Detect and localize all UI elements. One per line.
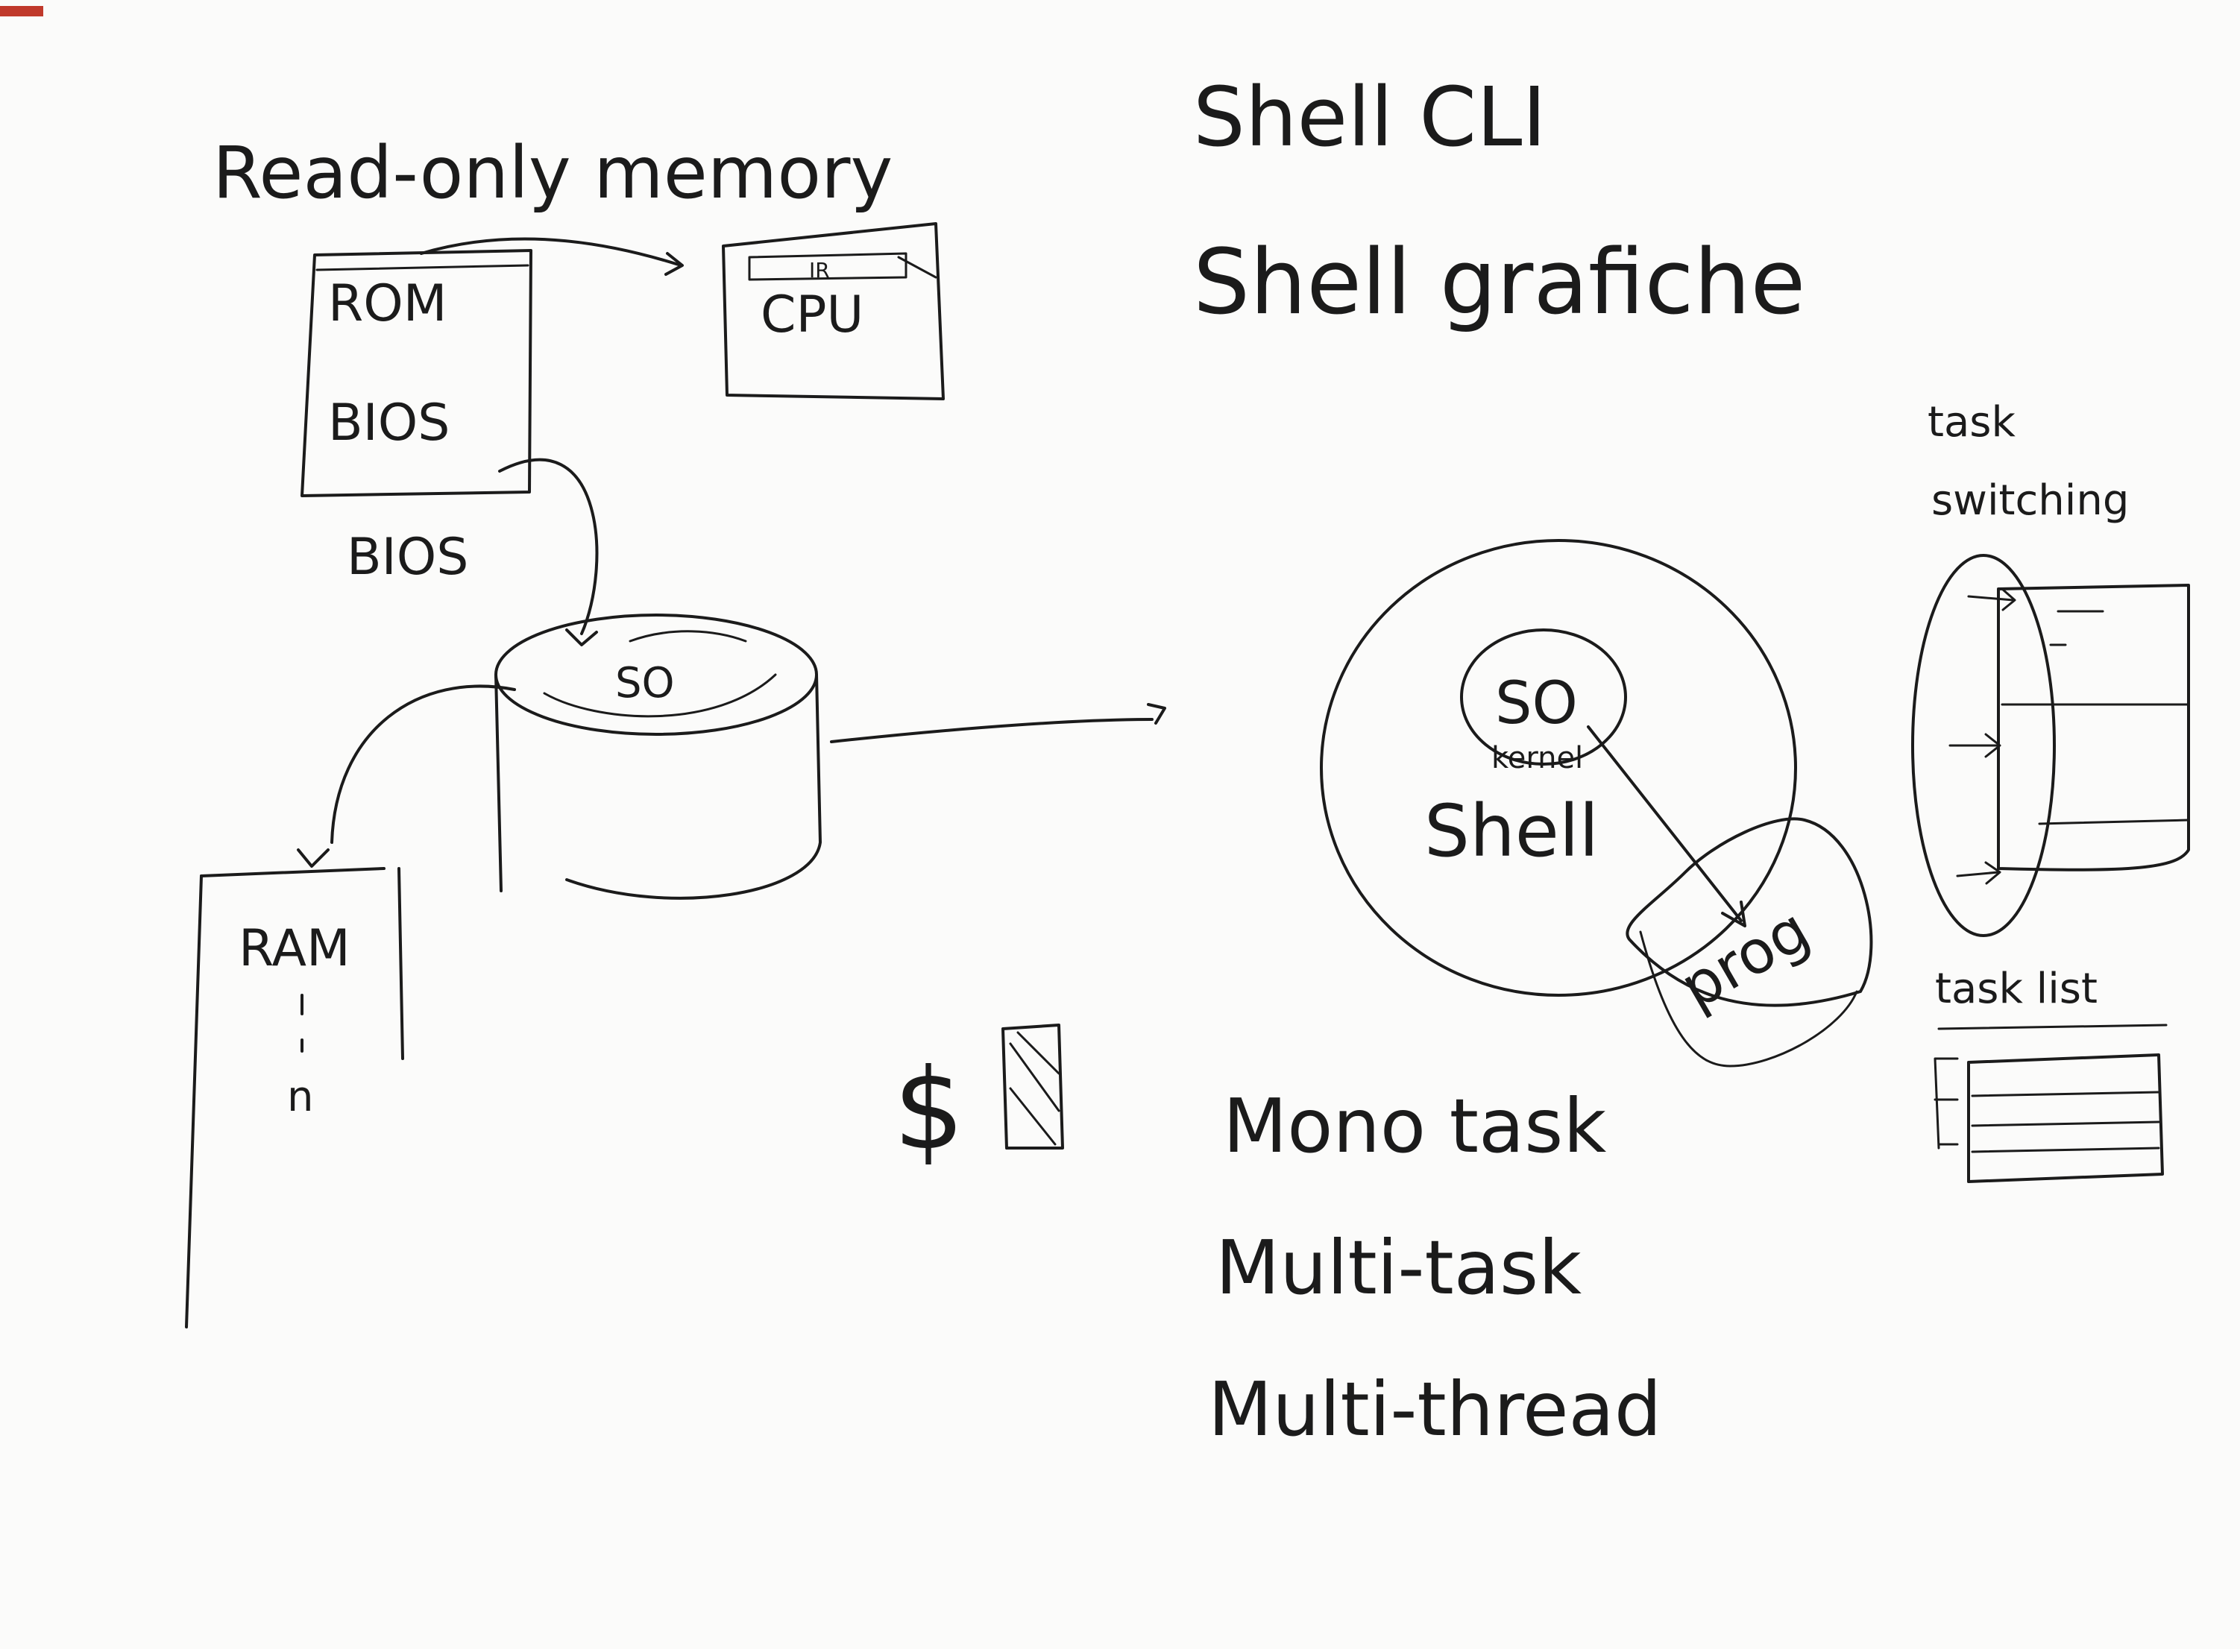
multi-task-label: Multi-task [1215,1224,1582,1311]
shell-outer-ring [1320,539,1797,997]
bios-below-label: BIOS [347,528,468,587]
shell-cli-label: Shell CLI [1193,69,1547,165]
task-list-row-3 [1971,1147,2160,1153]
ram-n-label: n [287,1073,314,1121]
so-disk-label: SO [615,659,675,707]
task-switch-arrow-3 [1956,871,2000,877]
so-disk-inner-arc [543,673,777,718]
rom-box [301,249,532,497]
so-disk-left-side [494,673,503,892]
task-list-underline [1937,1024,2168,1030]
corner-sticker [0,6,43,16]
ir-register-box [748,252,907,281]
task-switch-arrow-1 [1967,595,2015,602]
shell-grafiche-label: Shell grafiche [1193,231,1805,335]
kernel-to-prog-arrowhead [1721,901,1746,927]
task-list-label: task list [1935,965,2098,1013]
so-kernel-label: SO [1495,670,1578,737]
rom-label: ROM [328,274,447,333]
task-switching-label-2: switching [1931,476,2129,525]
task-switching-divider-2 [2038,819,2190,825]
rom-to-cpu-arrow [420,237,680,266]
kernel-inner-ring [1460,628,1627,766]
ram-top-side [200,867,386,877]
cursor-block [1001,1024,1064,1150]
dollar-prompt: $ [893,1045,964,1175]
bios-inside-label: BIOS [328,394,450,453]
rom-box-top-band [315,264,529,271]
multi-thread-label: Multi-thread [1208,1366,1661,1453]
ram-label: RAM [239,919,350,978]
prog-blob-lower-edge [1639,930,1858,1068]
mono-task-label: Mono task [1223,1082,1606,1170]
task-switching-label-1: task [1928,398,2016,447]
bios-to-so-arrow [498,458,599,635]
cursor-hatch [1009,1031,1060,1146]
task-switch-arrowhead-1 [2001,587,2016,611]
ram-left-side [185,874,203,1328]
prog-blob [1626,817,1873,1007]
so-to-kernel-arrowhead [1147,703,1166,725]
task-switching-dashes [2049,610,2104,646]
cpu-label: CPU [761,286,863,344]
so-disk-right-side [565,673,822,900]
so-to-ram-arrow [330,684,516,844]
ram-right-side [397,867,404,1060]
so-disk-inner-arc-2 [629,630,747,643]
ir-label: IR [809,258,830,283]
rom-to-cpu-arrowhead [664,252,684,276]
task-list-box [1967,1053,2164,1183]
task-list-row-1 [1971,1091,2160,1097]
so-to-kernel-arrow [830,718,1154,743]
kernel-label: kernel [1491,741,1583,775]
bios-to-so-arrowhead [565,628,598,646]
task-switching-ellipse [1911,554,2056,937]
task-switch-arrowhead-2 [1984,733,2001,758]
task-switch-arrowhead-3 [1984,861,2001,885]
so-to-ram-arrowhead [297,848,330,868]
kernel-to-prog-arrow [1587,725,1743,922]
ir-register-tick [897,256,937,279]
shell-ring-label: Shell [1424,789,1599,873]
task-switching-box [1997,584,2190,871]
read-only-memory-label: Read-only memory [213,131,893,215]
task-list-row-2 [1971,1120,2160,1127]
cpu-box [722,222,945,400]
task-list-pointer [1934,1057,1959,1150]
